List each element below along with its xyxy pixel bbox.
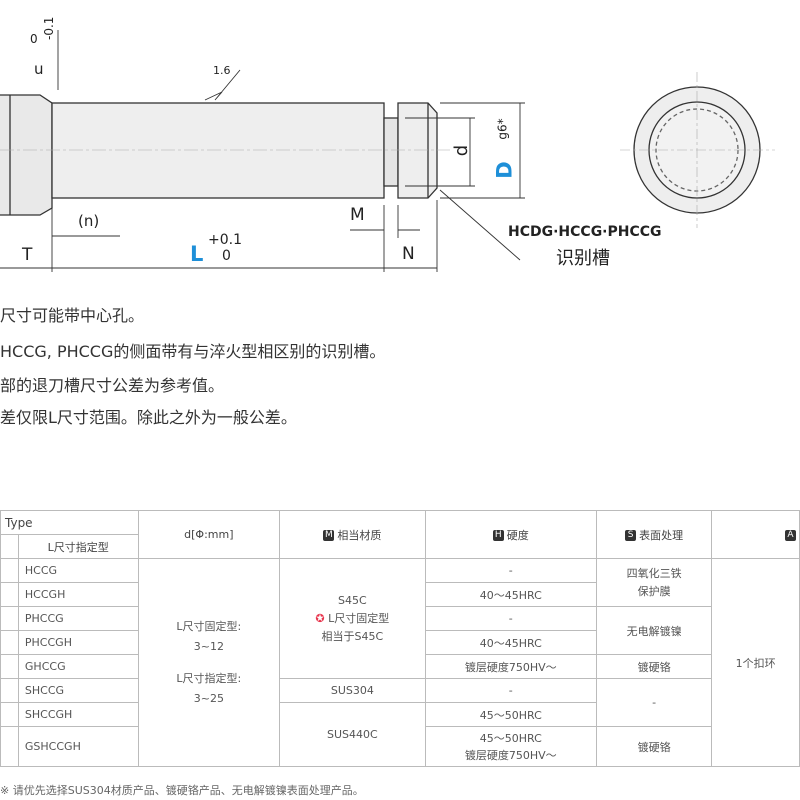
t-label: T (22, 245, 33, 265)
groove-models: HCDG·HCCG·PHCCG (508, 224, 662, 240)
header-extra: A (711, 510, 800, 559)
n2-label: N (402, 244, 415, 264)
tol-u-top: 0 (30, 32, 38, 46)
d-label: d (451, 144, 473, 157)
note-2: HCCG, PHCCG的侧面带有与淬火型相区别的识别槽。 (0, 342, 386, 361)
groove-name: 识别槽 (556, 248, 610, 269)
material-icon: M (323, 530, 335, 541)
type-row: PHCCGH (17, 630, 139, 655)
pin-drawing (0, 30, 775, 272)
d-cell: L尺寸固定型:3~12 L尺寸指定型:3~25 (137, 558, 281, 767)
roughness-label: 1.6 (213, 64, 231, 77)
hardness-cell: 40～45HRC (424, 582, 597, 607)
hardness-cell: 40～45HRC (424, 630, 597, 655)
hardness-cell: - (424, 606, 597, 631)
hardness-cell: - (424, 558, 597, 583)
hardness-cell: 镀层硬度750HV～ (424, 654, 597, 679)
type-row: SHCCGH (17, 702, 139, 727)
note-4: 差仅限L尺寸范围。除此之外为一般公差。 (0, 408, 297, 427)
header-l-specified: L尺寸指定型 (17, 534, 139, 559)
material-s45c: S45C ✪ L尺寸固定型 相当于S45C (279, 558, 426, 679)
surface-cell-2: 无电解镀镍 (595, 606, 713, 655)
type-row: PHCCG (17, 606, 139, 631)
type-row: GHCCG (17, 654, 139, 679)
D-sub: g6* (495, 118, 510, 140)
header-type: Type (0, 510, 139, 535)
header-d: d[Φ:mm] (137, 510, 281, 559)
type-row: GSHCCGH (17, 726, 139, 767)
hardness-icon: H (492, 530, 504, 541)
note-1: 尺寸可能带中心孔。 (0, 306, 145, 325)
surface-cell-3: 镀硬铬 (595, 654, 713, 679)
extra-icon: A (785, 529, 796, 541)
surface-cell-4: - (595, 678, 713, 727)
type-row: SHCCG (17, 678, 139, 703)
note-3: 部的退刀槽尺寸公差为参考值。 (0, 376, 225, 395)
l-tol-bottom: 0 (222, 248, 231, 264)
footnote: ※ 请优先选择SUS304材质产品、镀硬铬产品、无电解镀镍表面处理产品。 (0, 784, 364, 797)
hardness-cell: - (424, 678, 597, 703)
material-sus440c: SUS440C (279, 702, 426, 767)
n-label: (n) (78, 212, 100, 230)
l-tol-top: +0.1 (208, 232, 242, 248)
l-label: L (190, 242, 204, 266)
type-row: HCCG (17, 558, 139, 583)
type-row: HCCGH (17, 582, 139, 607)
tol-u-letter: u (34, 60, 44, 78)
D-label: D (492, 161, 517, 179)
surface-icon: S (625, 530, 637, 541)
material-sus304: SUS304 (279, 678, 426, 703)
extra-cell: 1个扣环 (711, 558, 800, 767)
m-label: M (350, 205, 365, 225)
surface-cell-1: 四氧化三铁保护膜 (595, 558, 713, 607)
tol-u-bottom: -0.1 (42, 16, 56, 40)
surface-cell-5: 镀硬铬 (595, 726, 713, 767)
hardness-cell: 45～50HRC (424, 702, 597, 727)
